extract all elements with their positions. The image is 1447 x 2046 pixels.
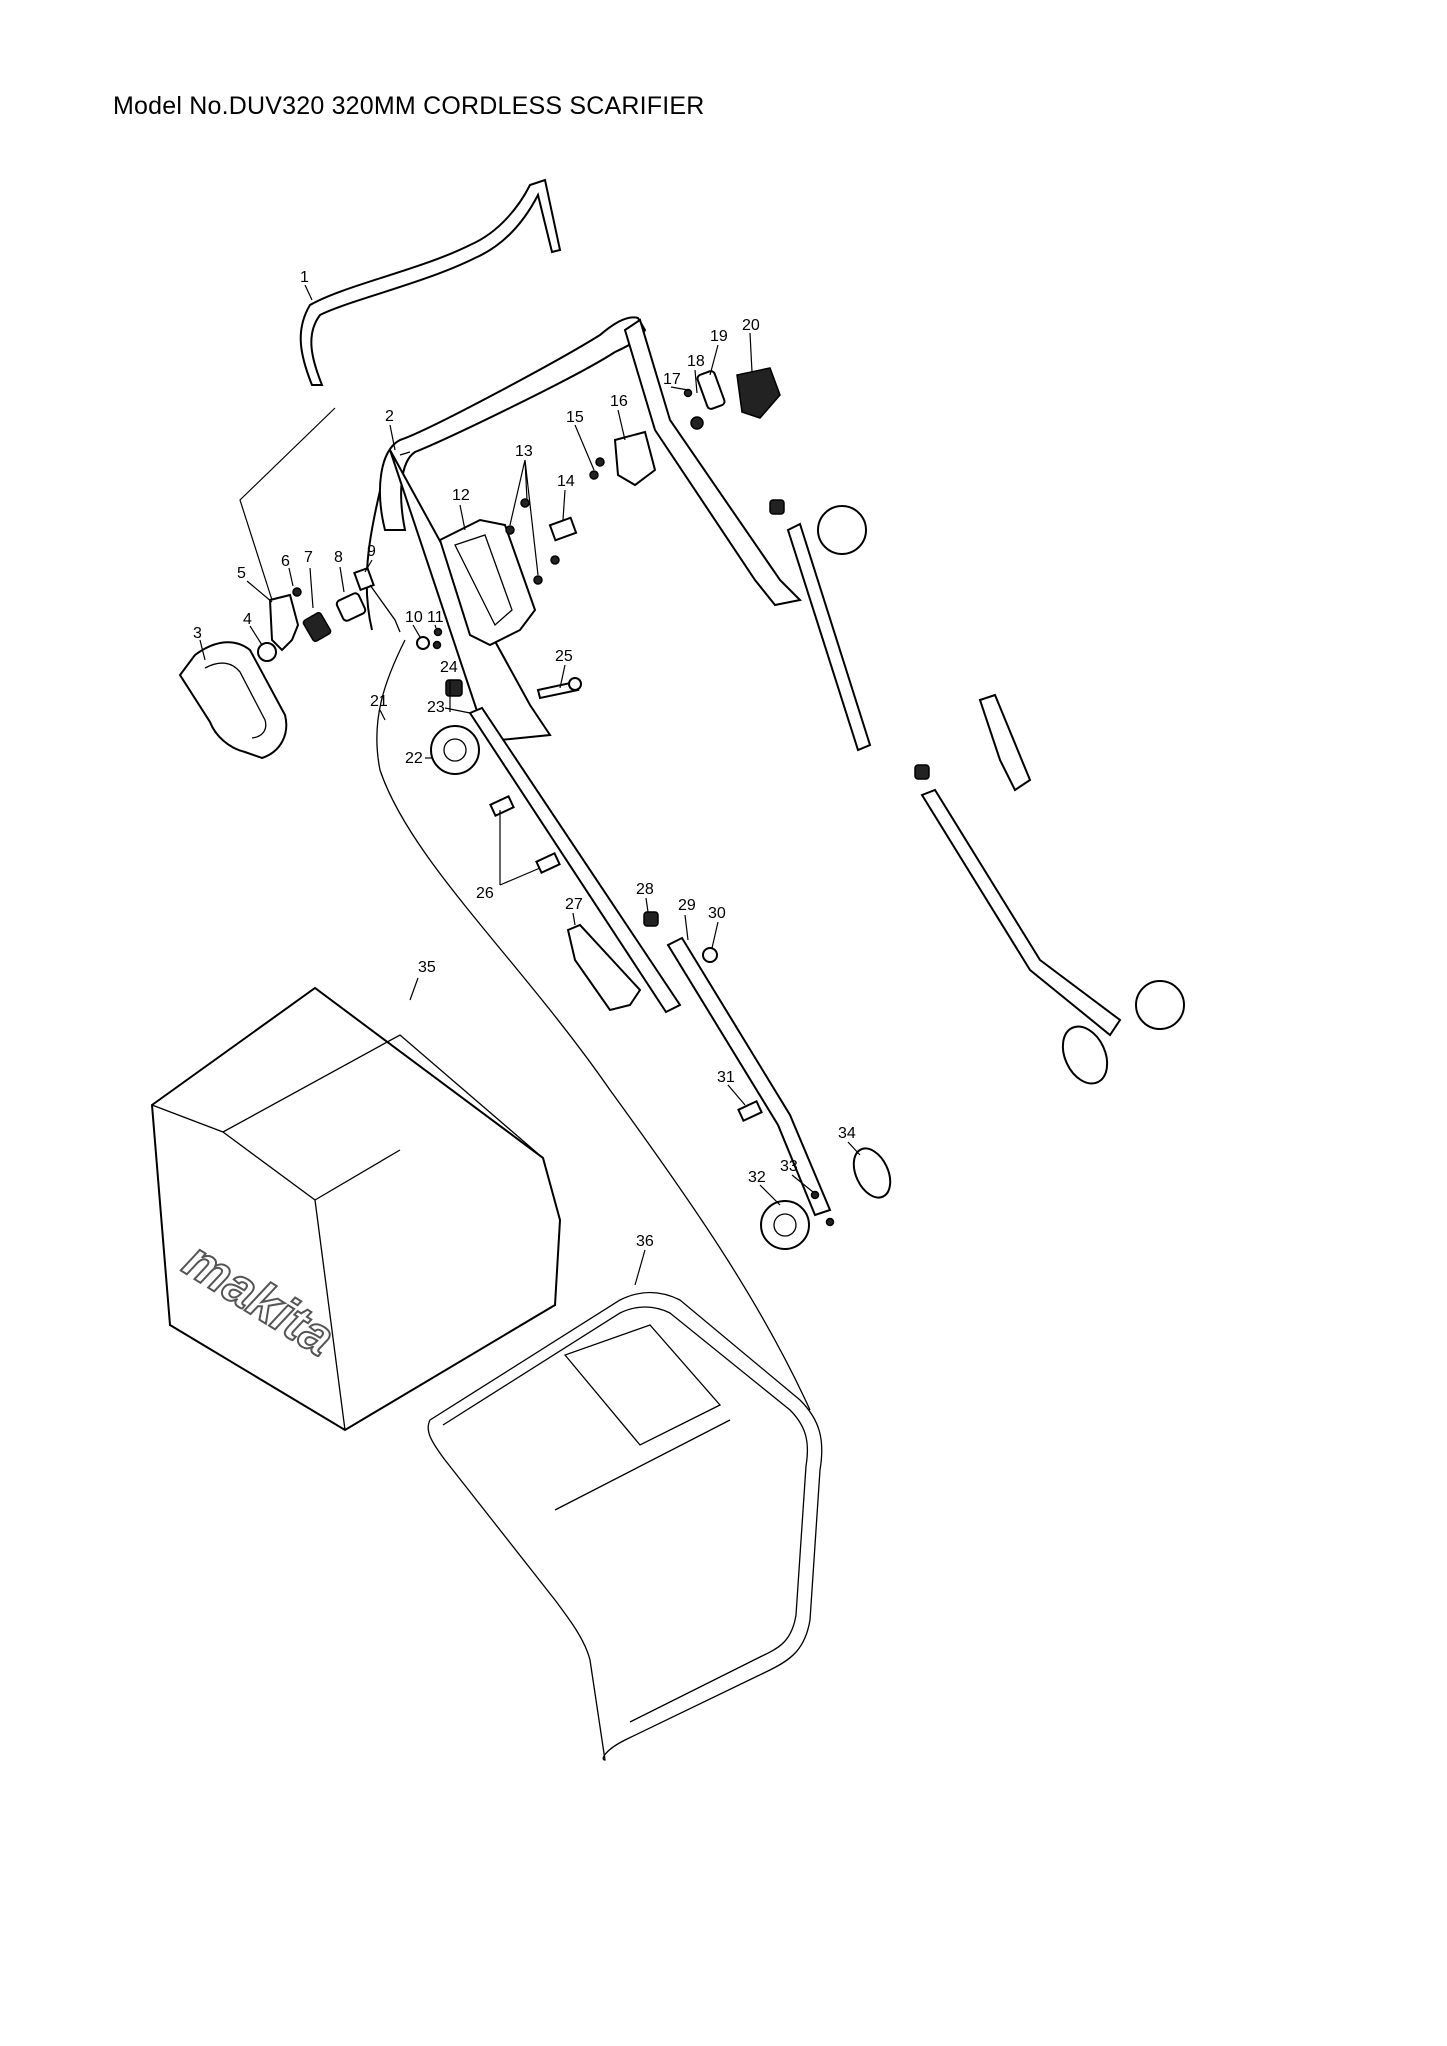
part-25-bolt [536, 677, 582, 700]
callout-18: 18 [687, 353, 705, 370]
callout-23: 23 [427, 699, 445, 716]
callout-35: 35 [418, 959, 436, 976]
part-10-cable-clamp [416, 636, 430, 650]
leader-lines [199, 284, 861, 1286]
part-5-lever [268, 593, 300, 652]
part-6-screw [292, 587, 302, 597]
callout-32: 32 [748, 1169, 766, 1186]
part-3-grip [178, 641, 288, 760]
part-16-cover [613, 430, 657, 487]
callout-30: 30 [708, 905, 726, 922]
callout-10: 10 [405, 609, 423, 626]
part-1-switch-bail [299, 178, 562, 386]
callout-7: 7 [304, 549, 313, 566]
page-title: Model No.DUV320 320MM CORDLESS SCARIFIER [113, 92, 705, 120]
callout-31: 31 [717, 1069, 735, 1086]
part-11-screw [432, 627, 443, 650]
part-12-switch-box [438, 518, 537, 647]
part-35-grass-box: makita [150, 986, 562, 1432]
callout-3: 3 [193, 625, 202, 642]
part-33-screws [810, 1190, 835, 1227]
callout-6: 6 [281, 553, 290, 570]
callout-numbers: 1 2 3 4 5 6 7 8 9 10 11 12 13 14 15 16 1… [193, 269, 856, 1250]
part-31-bush [737, 1100, 763, 1122]
callout-19: 19 [710, 328, 728, 345]
part-34-spacer [852, 1147, 892, 1199]
part-15-screws [589, 457, 605, 480]
callout-1: 1 [300, 269, 309, 286]
part-36-grass-box-frame [427, 1291, 823, 1761]
callout-11: 11 [427, 609, 444, 626]
part-18-small-part [690, 416, 704, 430]
callout-28: 28 [636, 881, 654, 898]
part-2-upper-handle [365, 316, 803, 742]
callout-36: 36 [636, 1233, 654, 1250]
part-9-pin [353, 566, 401, 633]
part-26-bushes [489, 795, 561, 874]
part-29-lower-tube [666, 936, 832, 1217]
callout-24: 24 [440, 659, 458, 676]
callout-8: 8 [334, 549, 343, 566]
part-24-bush [445, 679, 463, 697]
part-22-knob [430, 725, 480, 775]
part-27-clamp-lever [566, 923, 642, 1012]
callout-29: 29 [678, 897, 696, 914]
callout-9: 9 [367, 543, 376, 560]
callout-5: 5 [237, 565, 246, 582]
part-23-lower-handle-left [468, 706, 682, 1014]
callout-14: 14 [557, 473, 575, 490]
callout-26: 26 [476, 885, 494, 902]
part-28-bush [643, 911, 659, 927]
callout-15: 15 [566, 409, 584, 426]
part-7-spring [302, 611, 332, 643]
right-lower-handle-assembly [769, 499, 1185, 1085]
part-30-cap [702, 947, 718, 963]
callout-12: 12 [452, 487, 470, 504]
callout-17: 17 [663, 371, 681, 388]
part-8-bushing [335, 592, 367, 622]
callout-13: 13 [515, 443, 533, 460]
part-21-cable [376, 639, 811, 1411]
callout-20: 20 [742, 317, 760, 334]
part-19-latch [696, 370, 726, 410]
callout-22: 22 [405, 750, 423, 767]
callout-21: 21 [370, 693, 388, 710]
callout-4: 4 [243, 611, 252, 628]
callout-33: 33 [780, 1158, 798, 1175]
callout-2: 2 [385, 408, 394, 425]
callout-25: 25 [555, 648, 573, 665]
callout-16: 16 [610, 393, 628, 410]
part-20-knob [736, 367, 781, 419]
part-17-screw [683, 388, 693, 398]
part-13-screws [505, 498, 560, 585]
part-4-clip [257, 642, 277, 662]
callout-27: 27 [565, 896, 583, 913]
part-14-label [548, 516, 578, 542]
part-32-knob [760, 1200, 810, 1250]
callout-34: 34 [838, 1125, 856, 1142]
